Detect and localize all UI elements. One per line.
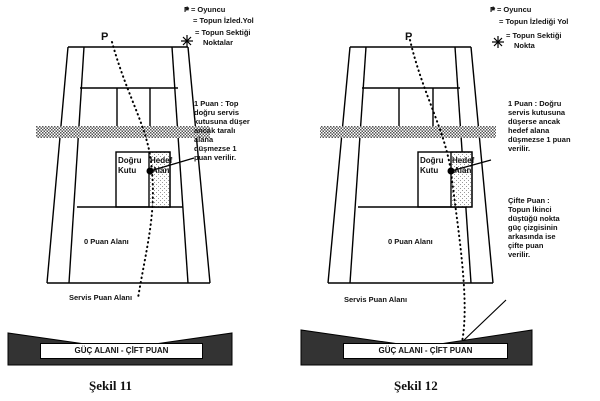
left-note-line: doğru servis bbox=[194, 108, 240, 117]
left-note-line: düşmezse 1 bbox=[194, 144, 237, 153]
right-bounce-point bbox=[447, 167, 455, 175]
right-service-box bbox=[417, 151, 473, 208]
left-legend-bounce-icon bbox=[181, 35, 193, 47]
right-figure: * bbox=[300, 5, 533, 366]
svg-text:*: * bbox=[491, 5, 496, 17]
right-double-note-line: çifte puan bbox=[508, 241, 544, 250]
left-legend-bounce: = Topun Sektiği bbox=[195, 28, 251, 37]
right-player-marker: P bbox=[405, 31, 413, 43]
left-power-zone-label: GÜÇ ALANI - ÇİFT PUAN bbox=[40, 343, 203, 359]
right-note-line: hedef alana bbox=[508, 126, 550, 135]
right-double-note-line: arkasında ise bbox=[508, 232, 556, 241]
left-court bbox=[46, 46, 211, 284]
right-double-point-note: Çifte Puan : Topun İkinci düştüğü nokta … bbox=[508, 196, 560, 259]
left-note-line: puan verilir. bbox=[194, 153, 237, 162]
left-note-line: 1 Puan : Top bbox=[194, 99, 239, 108]
right-serve-zone-label: Servis Puan Alanı bbox=[344, 295, 408, 304]
right-target-label: Hedef bbox=[452, 156, 475, 165]
left-figure: * bbox=[7, 5, 233, 366]
right-caption: Şekil 12 bbox=[394, 378, 438, 393]
right-double-note-line: güç çizgisinin bbox=[508, 223, 558, 232]
right-legend-bounce: = Topun Sektiği bbox=[506, 31, 562, 40]
left-note-line: ancak taralı bbox=[194, 126, 236, 135]
right-note-line: verilir. bbox=[508, 144, 531, 153]
right-legend-path: = Topun İzlediği Yol bbox=[499, 17, 569, 26]
right-power-zone-label: GÜÇ ALANI - ÇİFT PUAN bbox=[343, 343, 508, 359]
right-net bbox=[320, 126, 496, 138]
left-zero-zone-label: 0 Puan Alanı bbox=[84, 237, 129, 246]
left-net bbox=[36, 126, 210, 138]
right-double-note-line: Topun İkinci bbox=[508, 205, 552, 214]
left-note-line: alana bbox=[194, 135, 214, 144]
right-box-label-correct: Doğru bbox=[420, 156, 444, 165]
left-bounce-point bbox=[146, 167, 154, 175]
right-note-line: servis kutusuna bbox=[508, 108, 566, 117]
left-serve-zone-label: Servis Puan Alanı bbox=[69, 293, 133, 302]
right-target-label-2: Alan bbox=[454, 166, 472, 175]
left-note-line: kutusuna düşer bbox=[194, 117, 250, 126]
left-legend-player: P = Oyuncu bbox=[184, 5, 226, 14]
left-ball-path bbox=[111, 41, 154, 299]
left-one-point-note: 1 Puan : Top doğru servis kutusuna düşer… bbox=[194, 99, 250, 162]
right-zero-zone-label: 0 Puan Alanı bbox=[388, 237, 433, 246]
left-legend-path: = Topun İzled.Yol bbox=[193, 16, 254, 25]
left-target-label-2: Alan bbox=[152, 166, 170, 175]
left-target-label: Hedef bbox=[150, 156, 173, 165]
right-legend-bounce-icon bbox=[492, 36, 504, 48]
right-double-note-line: Çifte Puan : bbox=[508, 196, 550, 205]
svg-text:*: * bbox=[185, 5, 190, 17]
left-box-label-correct: Doğru bbox=[118, 156, 142, 165]
right-box-label-correct-2: Kutu bbox=[420, 166, 439, 175]
right-one-point-note: 1 Puan : Doğru servis kutusuna düşerse a… bbox=[508, 99, 571, 153]
right-double-note-line: verilir. bbox=[508, 250, 531, 259]
left-player-marker: P bbox=[101, 31, 109, 43]
left-service-box bbox=[115, 151, 171, 208]
right-note-line: 1 Puan : Doğru bbox=[508, 99, 562, 108]
left-caption: Şekil 11 bbox=[89, 378, 132, 393]
left-box-label-correct-2: Kutu bbox=[118, 166, 137, 175]
right-legend-player: P = Oyuncu bbox=[490, 5, 532, 14]
left-legend-bounce-2: Noktalar bbox=[203, 38, 234, 47]
right-double-note-line: düştüğü nokta bbox=[508, 214, 560, 223]
right-note-line: düşerse ancak bbox=[508, 117, 561, 126]
right-legend-bounce-2: Nokta bbox=[514, 41, 535, 50]
right-note-line: düşmezse 1 puan bbox=[508, 135, 571, 144]
